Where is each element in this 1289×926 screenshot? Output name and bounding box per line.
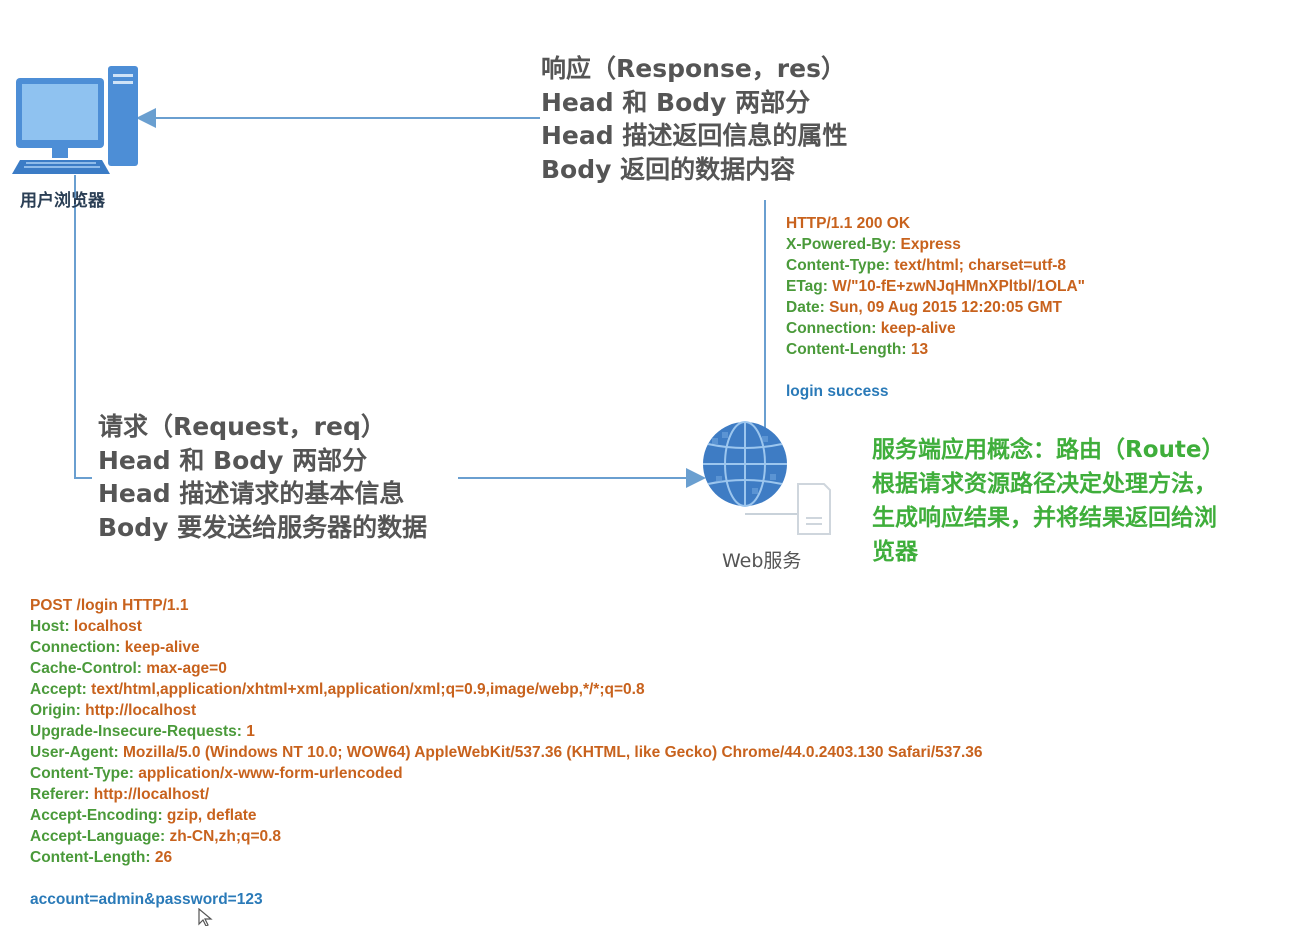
request-line: POST /login HTTP/1.1 (30, 597, 189, 614)
response-header: X-Powered-By: Express (786, 234, 1085, 255)
request-header-name: Accept-Language: (30, 828, 166, 845)
request-header-value: 1 (241, 723, 255, 740)
response-status-line: HTTP/1.1 200 OK (786, 215, 911, 232)
route-line-1: 根据请求资源路径决定处理方法， (872, 471, 1217, 497)
server-label: Web服务 (722, 550, 802, 572)
request-header: Upgrade-Insecure-Requests: 1 (30, 721, 983, 742)
request-header: User-Agent: Mozilla/5.0 (Windows NT 10.0… (30, 742, 983, 763)
request-description: 请求（Request，req） Head 和 Body 两部分 Head 描述请… (98, 410, 427, 544)
response-header-name: Connection: (786, 320, 877, 337)
request-header: Connection: keep-alive (30, 637, 983, 658)
response-header-value: W/"10-fE+zwNJqHMnXPltbl/1OLA" (827, 278, 1086, 295)
response-header-name: Content-Type: (786, 257, 890, 274)
response-header: Connection: keep-alive (786, 318, 1085, 339)
computer-icon (12, 66, 138, 174)
request-header: Content-Type: application/x-www-form-url… (30, 763, 983, 784)
request-header-name: Host: (30, 618, 70, 635)
response-line-structure: Head 和 Body 两部分 (541, 87, 811, 117)
request-header-name: Cache-Control: (30, 660, 142, 677)
request-header-value: max-age=0 (141, 660, 227, 677)
request-header: Host: localhost (30, 616, 983, 637)
request-line-body: Body 要发送给服务器的数据 (98, 512, 428, 542)
request-header-value: http://localhost/ (89, 786, 210, 803)
request-header-value: application/x-www-form-urlencoded (133, 765, 403, 782)
request-header-name: Accept-Encoding: (30, 807, 163, 824)
request-header-name: Upgrade-Insecure-Requests: (30, 723, 242, 740)
request-header: Origin: http://localhost (30, 700, 983, 721)
client-label: 用户浏览器 (20, 191, 105, 211)
request-line-head: Head 描述请求的基本信息 (98, 479, 405, 508)
http-response-message: HTTP/1.1 200 OK X-Powered-By: Express Co… (786, 213, 1085, 402)
request-header: Referer: http://localhost/ (30, 784, 983, 805)
response-header-value: keep-alive (876, 320, 956, 337)
globe-icon (703, 421, 831, 535)
response-body: login success (786, 383, 889, 400)
response-header: Date: Sun, 09 Aug 2015 12:20:05 GMT (786, 297, 1085, 318)
request-line-structure: Head 和 Body 两部分 (98, 445, 368, 475)
request-header-name: Connection: (30, 639, 121, 656)
http-request-message: POST /login HTTP/1.1 Host: localhost Con… (30, 595, 983, 910)
request-header: Content-Length: 26 (30, 847, 983, 868)
request-header-name: Accept: (30, 681, 87, 698)
request-header-value: Mozilla/5.0 (Windows NT 10.0; WOW64) App… (118, 744, 983, 761)
response-header: Content-Type: text/html; charset=utf-8 (786, 255, 1085, 276)
request-header-name: Referer: (30, 786, 90, 803)
route-title: 服务端应用概念：路由（Route） (872, 437, 1225, 463)
request-header-value: text/html,application/xhtml+xml,applicat… (86, 681, 645, 698)
request-body: account=admin&password=123 (30, 891, 263, 908)
response-description: 响应（Response，res） Head 和 Body 两部分 Head 描述… (541, 52, 847, 186)
response-line-body: Body 返回的数据内容 (541, 154, 796, 184)
response-header-name: Content-Length: (786, 341, 907, 358)
response-header-name: ETag: (786, 278, 828, 295)
response-header-value: text/html; charset=utf-8 (889, 257, 1067, 274)
mouse-cursor-icon (198, 908, 213, 926)
response-header-value: 13 (906, 341, 929, 358)
response-header-name: Date: (786, 299, 825, 316)
route-concept-note: 服务端应用概念：路由（Route） 根据请求资源路径决定处理方法， 生成响应结果… (872, 433, 1224, 569)
response-header-value: Sun, 09 Aug 2015 12:20:05 GMT (824, 299, 1062, 316)
response-header-value: Express (896, 236, 961, 253)
request-header-value: zh-CN,zh;q=0.8 (165, 828, 282, 845)
request-header: Accept-Language: zh-CN,zh;q=0.8 (30, 826, 983, 847)
request-header-name: Content-Type: (30, 765, 134, 782)
request-header-value: localhost (69, 618, 142, 635)
request-header-name: Content-Length: (30, 849, 151, 866)
response-header: Content-Length: 13 (786, 339, 1085, 360)
response-line-head: Head 描述返回信息的属性 (541, 121, 848, 150)
request-header: Cache-Control: max-age=0 (30, 658, 983, 679)
request-arrow-vertical (74, 175, 92, 479)
request-header-name: User-Agent: (30, 744, 119, 761)
request-header-name: Origin: (30, 702, 81, 719)
request-header-value: gzip, deflate (162, 807, 257, 824)
response-header: ETag: W/"10-fE+zwNJqHMnXPltbl/1OLA" (786, 276, 1085, 297)
request-header-value: 26 (150, 849, 173, 866)
route-line-2: 生成响应结果，并将结果返回给浏 (872, 505, 1217, 531)
request-title: 请求（Request，req） (98, 412, 386, 441)
response-title: 响应（Response，res） (541, 54, 846, 83)
request-header: Accept-Encoding: gzip, deflate (30, 805, 983, 826)
response-header-name: X-Powered-By: (786, 236, 897, 253)
request-header-value: http://localhost (80, 702, 197, 719)
route-line-3: 览器 (872, 539, 918, 565)
request-header: Accept: text/html,application/xhtml+xml,… (30, 679, 983, 700)
request-header-value: keep-alive (120, 639, 200, 656)
